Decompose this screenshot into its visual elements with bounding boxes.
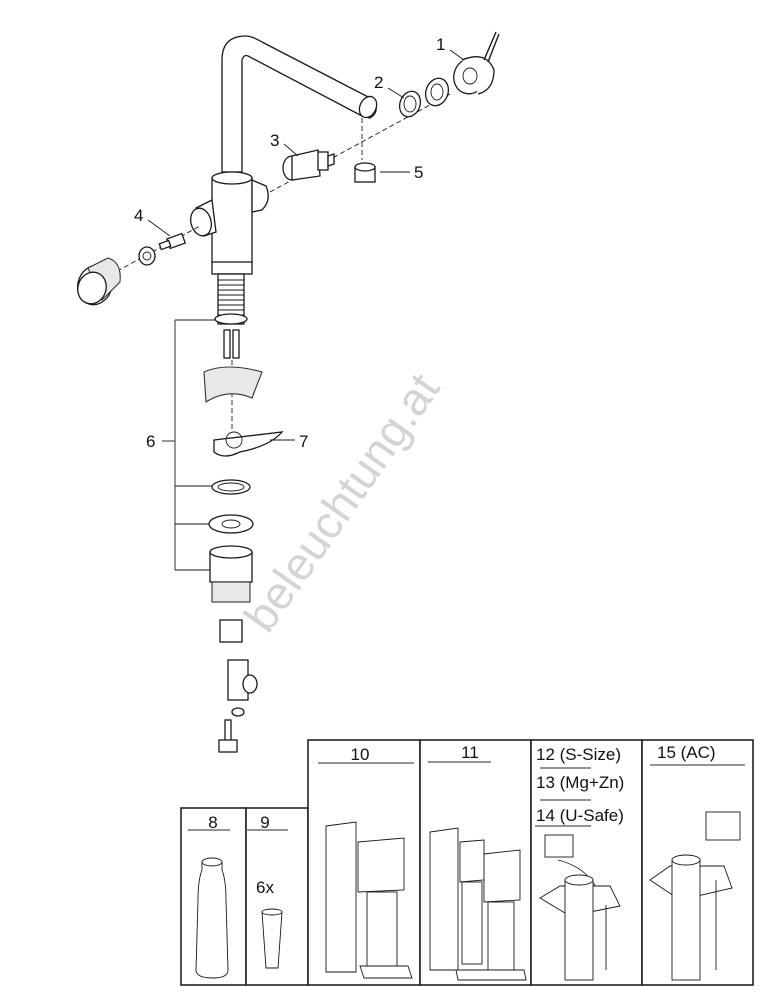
accessory-label-8: 8: [208, 813, 217, 832]
part-3-cartridge: [282, 149, 335, 181]
filter-head-12-14-icon: [539, 834, 621, 981]
mounting-parts: [203, 366, 284, 603]
connection-hoses: [218, 619, 258, 753]
accessory-label-13: 13 (Mg+Zn): [536, 773, 624, 792]
part-2-rings: [398, 77, 450, 118]
knurled-knob: [76, 257, 121, 306]
quantity-6x: 6x: [256, 878, 274, 897]
leader-lines: [147, 49, 465, 571]
accessory-label-14: 14 (U-Safe): [536, 806, 624, 825]
callout-7: 7: [299, 432, 308, 451]
accessory-label-15: 15 (AC): [657, 743, 716, 762]
filter-unit-11-icon: [429, 827, 527, 981]
accessory-label-11: 11: [461, 743, 479, 762]
glass-icon: [261, 908, 283, 969]
callout-6: 6: [146, 432, 155, 451]
part-5-aerator: [354, 162, 376, 183]
callout-5: 5: [414, 163, 423, 182]
filter-head-15-icon: [649, 811, 741, 981]
accessory-label-10: 10: [351, 745, 370, 764]
callout-4: 4: [134, 206, 143, 225]
faucet-spout: [221, 35, 378, 173]
threaded-shank: [214, 273, 248, 359]
accessory-table: 8 9 10 11 12 (S-Size) 13 (Mg+Zn) 14 (U-S…: [180, 739, 754, 986]
filter-unit-10-icon: [325, 821, 413, 979]
callout-3: 3: [270, 131, 279, 150]
callout-2: 2: [374, 73, 383, 92]
accessory-label-12: 12 (S-Size): [536, 745, 621, 764]
callout-1: 1: [436, 35, 445, 54]
faucet-body: [190, 171, 269, 275]
bottle-icon: [195, 857, 229, 979]
part-4-valve: [138, 232, 187, 266]
part-1-handle: [453, 31, 500, 95]
accessory-label-9: 9: [260, 813, 269, 832]
watermark: beleuchtung.at: [234, 364, 450, 641]
